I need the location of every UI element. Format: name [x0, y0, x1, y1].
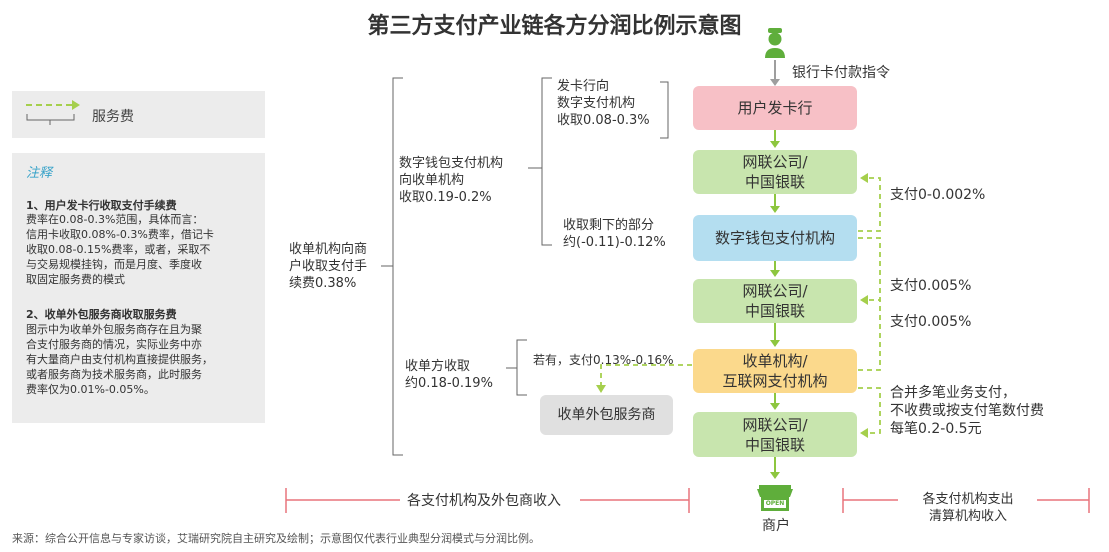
outsource-fee-label: 若有，支付0.13%-0.16%	[533, 353, 674, 367]
pay-label-2: 支付0.005%	[890, 278, 972, 294]
bracket-wallet	[541, 77, 552, 246]
source-note: 来源：综合公开信息与专家访谈，艾瑞研究院自主研究及绘制；示意图仅代表行业典型分润…	[12, 532, 540, 545]
node-acquirer: 收单机构/ 互联网支付机构	[693, 349, 857, 393]
node-outsource-provider: 收单外包服务商	[540, 395, 673, 435]
pay-label-3: 支付0.005%	[890, 314, 972, 330]
node-wallet-institution: 数字钱包支付机构	[693, 215, 857, 261]
merchant-label: 商户	[762, 518, 790, 534]
range-label-income: 各支付机构及外包商收入	[407, 493, 561, 509]
acquirer-total-fee-label: 收单机构向商 户收取支付手 续费0.38%	[289, 242, 368, 291]
legend-label: 服务费	[92, 109, 134, 125]
note-2-body: 图示中为收单外包服务商存在且为聚 合支付服务商的情况，实际业务中亦 有大量商户由…	[26, 323, 213, 396]
legend-panel	[12, 91, 265, 138]
wallet-fee-label: 数字钱包支付机构 向收单机构 收取0.19-0.2%	[399, 156, 504, 205]
range-label-clearing: 各支付机构支出 清算机构收入	[922, 492, 1014, 524]
note-1-body: 费率在0.08-0.3%范围，具体而言： 信用卡收取0.08%-0.3%费率，借…	[26, 213, 214, 286]
note-2-title: 2、收单外包服务商收取服务费	[26, 308, 177, 321]
acquirer-share-label: 收单方收取 约0.18-0.19%	[405, 359, 493, 391]
notes-heading: 注释	[26, 166, 53, 181]
bracket-issuer	[660, 81, 669, 139]
issuer-fee-label: 发卡行向 数字支付机构 收取0.08-0.3%	[557, 79, 650, 128]
user-icon	[765, 28, 785, 58]
legend-service-fee-symbol	[26, 100, 80, 125]
node-unionpay-3: 网联公司/ 中国银联	[693, 412, 857, 457]
page-title: 第三方支付产业链各方分润比例示意图	[367, 14, 742, 39]
bracket-total	[392, 77, 403, 456]
shop-icon	[757, 485, 793, 511]
bracket-acquirer	[516, 339, 527, 396]
shop-sign: OPEN	[765, 500, 785, 507]
node-unionpay-1: 网联公司/ 中国银联	[693, 150, 857, 194]
node-unionpay-2: 网联公司/ 中国银联	[693, 279, 857, 323]
pay-label-4: 合并多笔业务支付， 不收费或按支付笔数付费 每笔0.2-0.5元	[890, 385, 1044, 437]
notes-panel	[12, 153, 265, 423]
pay-label-1: 支付0-0.002%	[890, 187, 986, 203]
note-1-title: 1、用户发卡行收取支付手续费	[26, 199, 177, 212]
node-issuer-bank: 用户发卡行	[693, 86, 857, 130]
user-instruction-label: 银行卡付款指令	[792, 65, 890, 81]
remaining-share-label: 收取剩下的部分 约(-0.11)-0.12%	[563, 218, 666, 250]
